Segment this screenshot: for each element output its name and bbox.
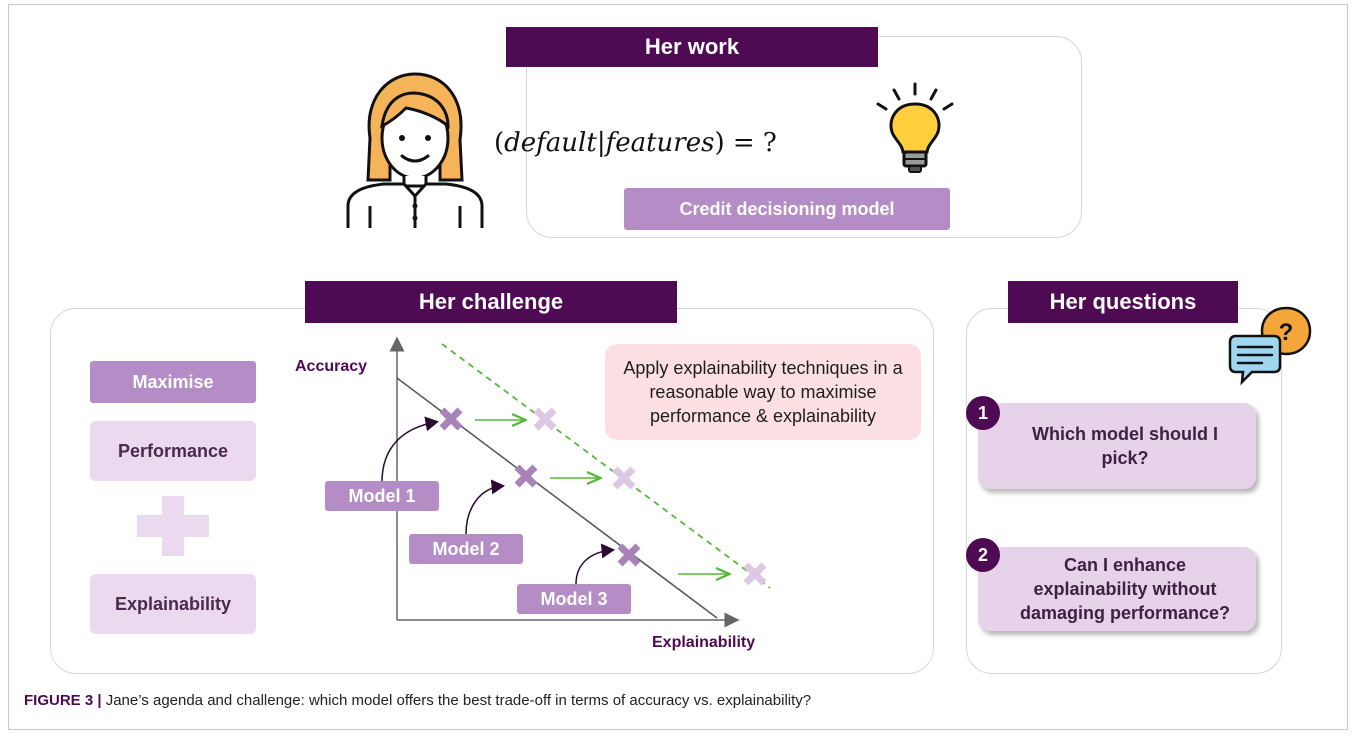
figure-caption-text: Jane’s agenda and challenge: which model… <box>101 692 812 709</box>
model-3-improved-marker <box>743 562 767 586</box>
model-3-marker <box>617 543 641 567</box>
formula: (default|features) = ? <box>494 128 777 158</box>
credit-model-label: Credit decisioning model <box>624 188 950 230</box>
model-2-marker <box>514 464 538 488</box>
question-1-box: Which model should I pick? <box>978 403 1256 489</box>
y-axis-label: Accuracy <box>295 358 368 375</box>
explainability-box: Explainability <box>90 574 256 634</box>
model-3-pointer <box>575 543 615 585</box>
x-axis-label: Explainability <box>652 634 756 651</box>
figure-caption-label: FIGURE 3 | <box>24 692 102 709</box>
lightbulb-icon <box>876 82 954 173</box>
her-challenge-title: Her challenge <box>305 281 677 323</box>
her-questions-title: Her questions <box>1008 281 1238 323</box>
her-work-title: Her work <box>506 27 878 67</box>
maximise-box: Maximise <box>90 361 256 403</box>
svg-text:?: ? <box>1279 319 1294 346</box>
figure-caption: FIGURE 3 | Jane’s agenda and challenge: … <box>24 692 811 709</box>
model-2-improved-marker <box>612 466 636 490</box>
person-icon <box>346 72 484 228</box>
model-2-pointer <box>465 479 505 535</box>
model-1-label: Model 1 <box>325 481 439 511</box>
explainability-note: Apply explainability techniques in a rea… <box>605 344 921 440</box>
performance-box: Performance <box>90 421 256 481</box>
chat-question-icon: ? <box>1228 306 1312 386</box>
question-2-box: Can I enhance explainability without dam… <box>978 547 1256 631</box>
model-1-marker <box>439 407 463 431</box>
question-1-number: 1 <box>966 396 1000 430</box>
model-1-improved-marker <box>533 407 557 431</box>
model-3-label: Model 3 <box>517 584 631 614</box>
plus-icon <box>137 496 209 556</box>
model-1-pointer <box>381 416 439 483</box>
figure-frame <box>8 4 1348 730</box>
model-2-label: Model 2 <box>409 534 523 564</box>
question-2-number: 2 <box>966 538 1000 572</box>
improved-frontier-line <box>441 343 771 589</box>
